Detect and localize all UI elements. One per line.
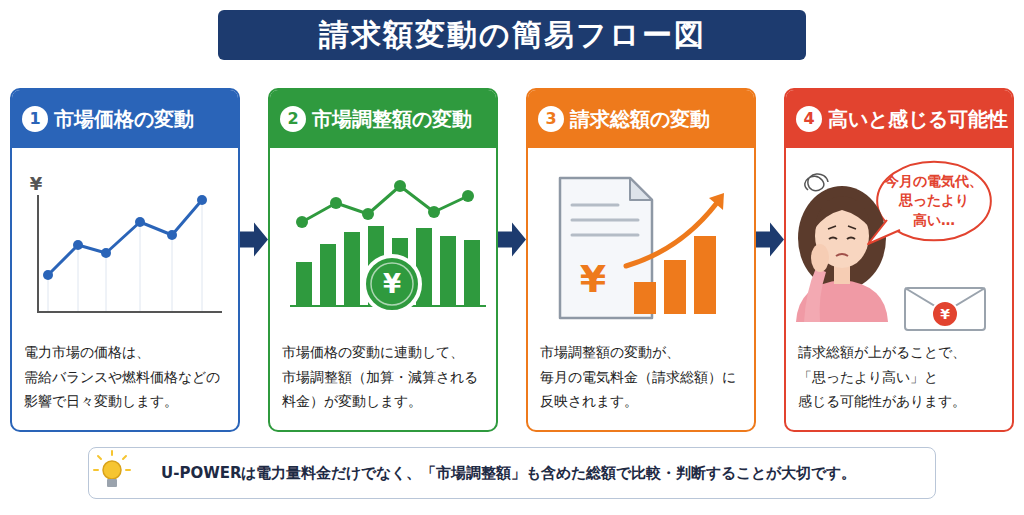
bar — [296, 262, 312, 306]
card-heading: 請求総額の変動 — [570, 106, 710, 133]
bulb-base — [107, 479, 117, 487]
bar — [320, 244, 336, 306]
step-number: 4 — [803, 111, 814, 127]
grid-line — [78, 245, 79, 312]
diagram-title: 請求額変動の簡易フロー図 — [319, 15, 706, 56]
step-number-badge: 1 — [22, 106, 48, 132]
line-dot — [362, 208, 374, 220]
step-number-badge: 3 — [538, 106, 564, 132]
eyes — [829, 238, 855, 240]
bar — [344, 232, 360, 306]
step-number: 2 — [287, 111, 298, 127]
step-number: 3 — [545, 111, 556, 127]
step-number-badge: 2 — [280, 106, 306, 132]
grid-line — [140, 222, 141, 312]
bar — [464, 240, 480, 306]
chart-dot — [135, 217, 145, 227]
line-dot — [330, 197, 342, 209]
grid-line — [106, 253, 107, 312]
card-heading: 高いと感じる可能性 — [828, 106, 1008, 133]
grid-line — [202, 200, 203, 312]
bulb-glass — [103, 461, 121, 479]
flow-arrow — [756, 222, 784, 256]
speech-bubble-text: 今月の電気代、 思ったより 高い… — [882, 172, 986, 231]
card-heading: 市場調整額の変動 — [312, 106, 472, 133]
coin-ring — [371, 263, 413, 305]
chart-dot — [197, 195, 207, 205]
step-number: 1 — [29, 111, 40, 127]
card-body-text: 市場調整額の変動が、 毎月の電気料金（請求総額）に 反映されます。 — [540, 340, 748, 414]
flow-arrow — [498, 222, 526, 256]
title-banner: 請求額変動の簡易フロー図 — [218, 10, 806, 60]
speech-bubble-shape — [877, 162, 991, 241]
yen-symbol: ¥ — [30, 175, 43, 193]
chart-dot — [73, 240, 83, 250]
step-card: 市場価格の変動電力市場の価格は、 需給バランスや燃料価格などの 影響で日々変動し… — [10, 88, 240, 432]
line-dot — [462, 190, 474, 202]
grid-line — [172, 235, 173, 312]
bar — [694, 236, 716, 314]
chart-dot — [167, 230, 177, 240]
chart-dot — [101, 248, 111, 258]
bangs — [815, 196, 870, 228]
envelope-coin — [932, 301, 958, 327]
note-text: U-POWERは電力量料金だけでなく、「市場調整額」も含めた総額で比較・判断する… — [161, 464, 857, 483]
flow-arrow — [240, 222, 268, 256]
card-body-text: 請求総額が上がることで、 「思ったより高い」と 感じる可能性があります。 — [798, 340, 1006, 414]
yen-symbol: ¥ — [580, 260, 606, 298]
grid-line — [48, 275, 49, 312]
card-body-text: 市場価格の変動に連動して、 市場調整額（加算・減算される 料金）が変動します。 — [282, 340, 490, 414]
hand — [811, 244, 829, 272]
bar — [664, 260, 686, 314]
note-box: U-POWERは電力量料金だけでなく、「市場調整額」も含めた総額で比較・判断する… — [88, 447, 936, 499]
brows — [828, 226, 856, 229]
yen-symbol: ¥ — [383, 271, 401, 297]
yen-coin — [364, 256, 420, 312]
envelope — [905, 288, 985, 330]
card-heading: 市場価格の変動 — [54, 106, 194, 133]
bar — [440, 236, 456, 306]
chart-dot — [43, 270, 53, 280]
yen-symbol: ¥ — [940, 307, 950, 321]
line-dot — [296, 216, 308, 228]
line-dot — [394, 180, 406, 192]
line-dot — [428, 206, 440, 218]
bar — [634, 282, 656, 314]
step-number-badge: 4 — [796, 106, 822, 132]
mouth — [836, 254, 848, 256]
card-body-text: 電力市場の価格は、 需給バランスや燃料価格などの 影響で日々変動します。 — [24, 340, 232, 414]
document-lines — [572, 205, 638, 235]
